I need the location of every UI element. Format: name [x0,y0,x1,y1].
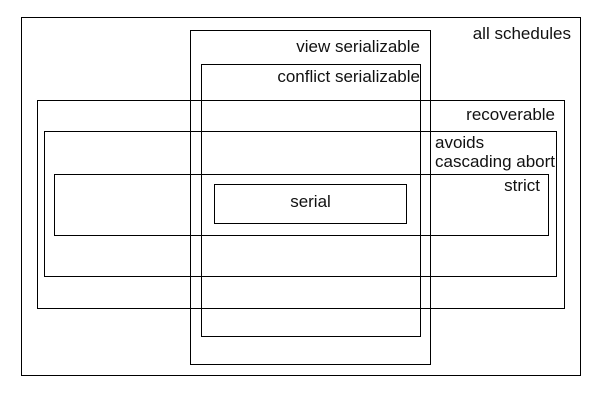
label-strict: strict [504,176,540,195]
label-avoids-cascading-abort: avoids cascading abort [435,133,555,171]
region-avoids-cascading-abort [44,131,557,277]
region-recoverable [37,100,565,309]
region-strict [54,174,549,236]
region-conflict-serializable [201,64,421,337]
region-view-serializable [190,30,431,365]
label-conflict-serializable: conflict serializable [277,67,420,86]
label-recoverable: recoverable [466,105,555,124]
label-avoids-line1: avoids [435,133,485,152]
label-serial: serial [290,192,331,211]
region-all-schedules [21,17,581,376]
label-all-schedules: all schedules [472,24,571,43]
region-serial [214,184,407,224]
label-avoids-line2: cascading abort [435,152,556,171]
label-view-serializable: view serializable [296,37,420,56]
